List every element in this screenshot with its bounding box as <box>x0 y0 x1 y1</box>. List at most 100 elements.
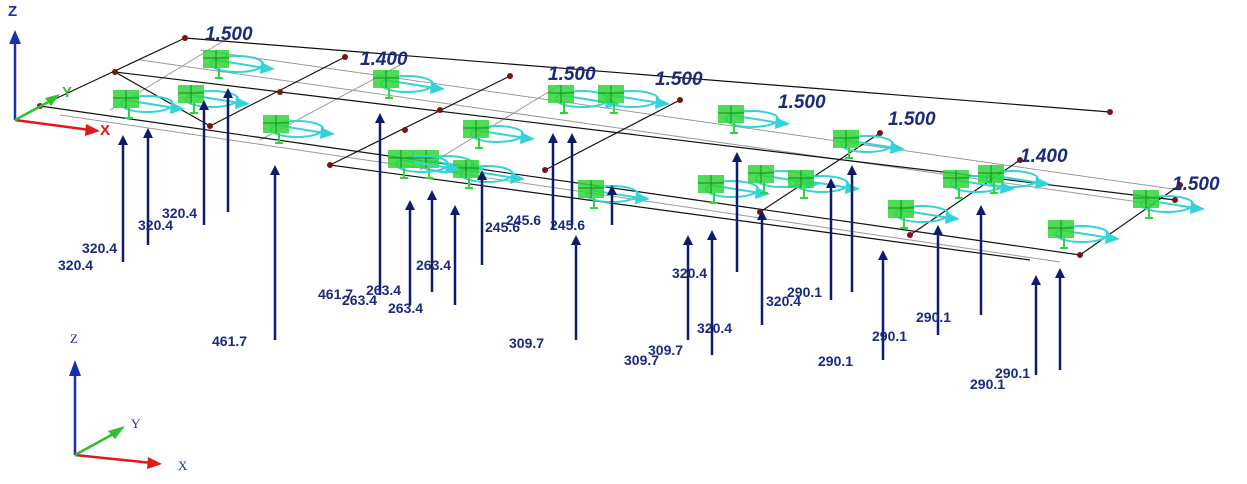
support-node <box>542 167 548 173</box>
reaction-value-label: 309.7 <box>648 342 683 358</box>
reaction-value-label: 263.4 <box>388 300 423 316</box>
load-factor-labels: 1.500 1.400 1.500 1.500 1.500 1.500 1.400 1.500 <box>205 24 1220 195</box>
support-node <box>1017 157 1023 163</box>
support-node <box>1177 182 1183 188</box>
slab-edge-line <box>139 59 1161 206</box>
reaction-arrow-head-icon <box>1055 268 1065 278</box>
reaction-value-label: 263.4 <box>342 292 377 308</box>
frame-member-line <box>759 132 881 213</box>
load-glyph-cluster <box>598 85 670 114</box>
reaction-value-label: 320.4 <box>672 265 707 281</box>
support-node <box>1107 109 1113 115</box>
support-node <box>877 130 883 136</box>
global-z-label: Z <box>8 3 17 20</box>
load-glyph-cluster <box>373 70 445 99</box>
load-factor-label: 1.500 <box>778 92 826 113</box>
frame-member-line <box>114 71 211 127</box>
load-glyph-cluster <box>203 50 275 79</box>
support-node <box>182 35 188 41</box>
load-glyph-cluster <box>263 115 335 144</box>
reaction-arrow-head-icon <box>607 185 617 195</box>
reaction-value-label: 290.1 <box>970 376 1005 392</box>
reaction-arrow-head-icon <box>375 113 385 123</box>
load-factor-label: 1.500 <box>1172 174 1220 195</box>
reaction-value-label: 263.4 <box>416 257 451 273</box>
slab-edge-line <box>59 114 1061 263</box>
triad-x-label: X <box>178 458 188 473</box>
load-factor-label: 1.500 <box>205 24 253 45</box>
support-node <box>507 73 513 79</box>
load-glyph-cluster <box>453 160 525 189</box>
global-x-label: X <box>100 122 110 139</box>
reaction-arrow-head-icon <box>707 230 717 240</box>
support-node <box>1077 252 1083 258</box>
reaction-value-label: 309.7 <box>509 335 544 351</box>
global-y-label: Y <box>62 84 72 101</box>
reaction-arrow-head-icon <box>1031 275 1041 285</box>
load-glyph-cluster <box>463 120 535 149</box>
frame-member-line <box>329 164 1031 261</box>
frame-member-line <box>544 99 681 171</box>
reaction-arrow-head-icon <box>826 178 836 188</box>
reaction-arrow-head-icon <box>571 235 581 245</box>
frame-member-line <box>184 37 1111 113</box>
reaction-value-label: 245.6 <box>485 219 520 235</box>
reaction-value-label: 290.1 <box>872 328 907 344</box>
z-axis-arrow-icon <box>9 30 21 44</box>
reaction-value-label: 461.7 <box>212 333 247 349</box>
reaction-value-label: 290.1 <box>787 284 822 300</box>
reaction-arrow-head-icon <box>450 205 460 215</box>
reaction-arrow-head-icon <box>732 152 742 162</box>
support-node <box>207 123 213 129</box>
support-node <box>277 89 283 95</box>
reaction-value-label: 320.4 <box>58 257 93 273</box>
load-glyph-cluster <box>888 200 960 229</box>
support-node <box>402 127 408 133</box>
support-node <box>327 162 333 168</box>
support-node <box>342 54 348 60</box>
reaction-value-label: 320.4 <box>138 217 173 233</box>
reaction-value-label: 320.4 <box>697 320 732 336</box>
reaction-arrow-head-icon <box>878 250 888 260</box>
reaction-arrow-head-icon <box>118 135 128 145</box>
support-node <box>112 69 118 75</box>
reaction-arrow-head-icon <box>757 210 767 220</box>
triad-x-arrow-icon <box>147 457 162 469</box>
reaction-arrows <box>118 88 1065 375</box>
reaction-value-label: 290.1 <box>995 365 1030 381</box>
reaction-value-label: 320.4 <box>82 240 117 256</box>
support-nodes <box>37 35 1183 258</box>
load-factor-label: 1.400 <box>360 49 408 70</box>
reaction-value-label: 290.1 <box>916 309 951 325</box>
reaction-arrow-head-icon <box>405 200 415 210</box>
frame-model <box>39 37 1181 263</box>
triad-y-arrow-icon <box>108 426 125 439</box>
reaction-arrow-head-icon <box>548 133 558 143</box>
triad-z-label: Z <box>70 331 78 346</box>
load-factor-label: 1.500 <box>548 64 596 85</box>
load-glyphs <box>113 50 1205 249</box>
load-factor-label: 1.500 <box>655 69 703 90</box>
reaction-arrow-head-icon <box>427 190 437 200</box>
slab-edge-line <box>419 84 561 171</box>
support-node <box>437 107 443 113</box>
load-factor-label: 1.500 <box>888 109 936 130</box>
load-factor-label: 1.400 <box>1020 146 1068 167</box>
reaction-arrow-head-icon <box>683 235 693 245</box>
reaction-value-label: 320.4 <box>162 205 197 221</box>
triad-z-arrow-icon <box>69 360 81 376</box>
support-node <box>907 232 913 238</box>
reaction-value-label: 320.4 <box>766 293 801 309</box>
reaction-arrow-head-icon <box>567 133 577 143</box>
triad-y-label: Y <box>131 416 141 431</box>
reaction-value-label: 309.7 <box>624 352 659 368</box>
reaction-value-label: 461.7 <box>318 286 353 302</box>
reaction-arrow-head-icon <box>223 88 233 98</box>
reaction-arrow-head-icon <box>933 225 943 235</box>
load-glyph-cluster <box>978 165 1050 194</box>
load-glyph-cluster <box>388 150 460 179</box>
load-glyph-cluster <box>1133 190 1205 219</box>
load-glyph-cluster <box>1048 220 1120 249</box>
frame-member-line <box>39 105 1081 256</box>
